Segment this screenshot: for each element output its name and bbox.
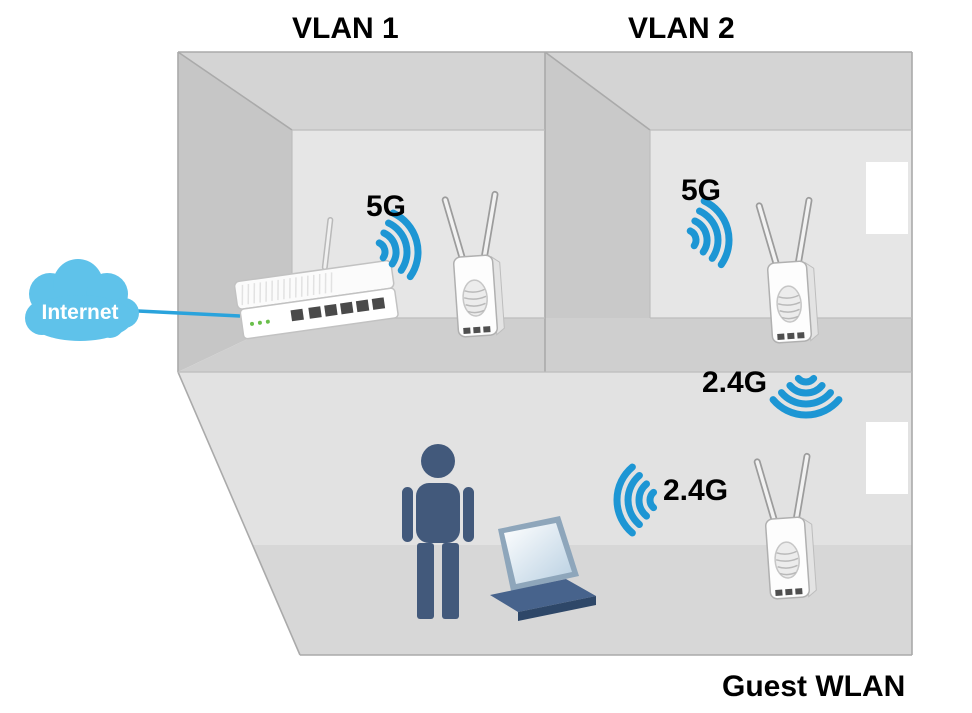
router-ports xyxy=(290,297,386,322)
laptop-base-front xyxy=(518,596,596,621)
label-24g-vlan2: 2.4G xyxy=(702,366,768,399)
person-head xyxy=(421,444,455,478)
person-torso xyxy=(416,483,460,543)
label-internet: Internet xyxy=(41,301,119,324)
building-edges xyxy=(177,51,913,656)
person-figure xyxy=(402,444,474,619)
label-5g-vlan2: 5G xyxy=(681,174,722,207)
laptop-base xyxy=(490,579,596,612)
laptop-device xyxy=(490,516,596,621)
internet-cloud-icon xyxy=(25,259,139,341)
label-vlan2: VLAN 2 xyxy=(628,12,735,45)
window-lower xyxy=(866,422,908,494)
back-wall-vlan2 xyxy=(650,130,912,318)
ceiling-right xyxy=(545,52,912,130)
router-leds xyxy=(250,319,270,326)
person-left-leg xyxy=(417,543,434,619)
laptop-screen xyxy=(504,523,572,584)
ceiling-left xyxy=(178,52,650,130)
person-right-leg xyxy=(442,543,459,619)
label-guest-wlan: Guest WLAN xyxy=(722,670,906,703)
label-vlan1: VLAN 1 xyxy=(292,12,399,45)
person-left-arm xyxy=(402,487,413,542)
divider-wall xyxy=(545,52,650,372)
wan-link-line xyxy=(137,309,241,318)
label-24g-guest: 2.4G xyxy=(663,474,729,507)
router-device xyxy=(233,216,399,340)
label-5g-vlan1: 5G xyxy=(366,190,407,223)
window-upper xyxy=(866,162,908,234)
lower-back-wall xyxy=(178,372,912,545)
person-right-arm xyxy=(463,487,474,542)
